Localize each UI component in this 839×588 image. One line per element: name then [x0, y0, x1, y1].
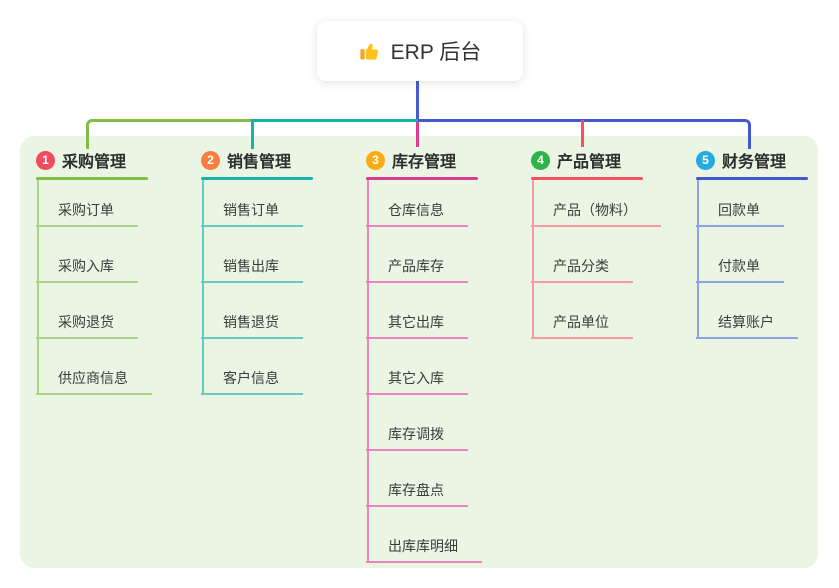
branch-title: 财务管理: [722, 154, 787, 171]
branch-trunk-line: [697, 180, 699, 339]
child-node-label: 销售订单: [223, 201, 279, 218]
branch-children: 销售订单 销售出库 销售退货 客户信息: [201, 180, 371, 395]
branch-node[interactable]: 2 销售管理: [201, 146, 371, 174]
child-node-label: 库存调拨: [388, 425, 444, 442]
child-node[interactable]: 出库库明细: [366, 507, 482, 563]
root-connector-line: [416, 81, 419, 122]
branch-node[interactable]: 3 库存管理: [366, 146, 536, 174]
branch-node[interactable]: 4 产品管理: [531, 146, 701, 174]
child-node[interactable]: 其它出库: [366, 283, 468, 339]
branch-title: 销售管理: [227, 154, 292, 171]
branch-title: 采购管理: [62, 154, 127, 171]
child-node-label: 库存盘点: [388, 481, 444, 498]
branch-children: 采购订单 采购入库 采购退货 供应商信息: [36, 180, 206, 395]
child-node-label: 产品（物料）: [553, 201, 637, 218]
child-node-label: 采购订单: [58, 201, 114, 218]
child-node-label: 产品单位: [553, 313, 609, 330]
thumbs-up-icon: [359, 40, 381, 62]
child-node[interactable]: 采购入库: [36, 227, 138, 283]
branch-node[interactable]: 5 财务管理: [696, 146, 839, 174]
mindmap-panel: [20, 136, 818, 568]
branch-number-badge: 5: [696, 150, 715, 170]
child-node-label: 其它入库: [388, 369, 444, 386]
branch: 2 销售管理 销售订单 销售出库 销售退货 客户信息: [201, 146, 371, 395]
child-node[interactable]: 销售订单: [201, 180, 303, 227]
branch-number-badge: 4: [531, 150, 550, 170]
child-node-label: 客户信息: [223, 369, 279, 386]
child-node-label: 出库库明细: [388, 537, 458, 554]
child-node-label: 销售出库: [223, 257, 279, 274]
branch-trunk-line: [37, 180, 39, 395]
branch-underline: [531, 177, 643, 180]
child-node-label: 其它出库: [388, 313, 444, 330]
branch-number-badge: 2: [201, 150, 220, 170]
child-node-label: 产品分类: [553, 257, 609, 274]
child-node-label: 销售退货: [223, 313, 279, 330]
child-node[interactable]: 回款单: [696, 180, 784, 227]
branch: 4 产品管理 产品（物料） 产品分类 产品单位: [531, 146, 701, 339]
branch-underline: [366, 177, 478, 180]
branch: 5 财务管理 回款单 付款单 结算账户: [696, 146, 839, 339]
child-node[interactable]: 销售出库: [201, 227, 303, 283]
child-node[interactable]: 客户信息: [201, 339, 303, 395]
child-node-label: 采购退货: [58, 313, 114, 330]
child-node[interactable]: 产品分类: [531, 227, 633, 283]
child-node[interactable]: 产品（物料）: [531, 180, 661, 227]
branch-trunk-line: [532, 180, 534, 339]
branch-children: 回款单 付款单 结算账户: [696, 180, 839, 339]
child-node[interactable]: 付款单: [696, 227, 784, 283]
child-node[interactable]: 库存盘点: [366, 451, 468, 507]
branch-underline: [696, 177, 808, 180]
child-node[interactable]: 结算账户: [696, 283, 798, 339]
child-node[interactable]: 供应商信息: [36, 339, 152, 395]
branch: 3 库存管理 仓库信息 产品库存 其它出库 其它入库 库存调拨 库存盘点 出库库…: [366, 146, 536, 563]
branch-underline: [201, 177, 313, 180]
child-node[interactable]: 采购退货: [36, 283, 138, 339]
child-node-label: 供应商信息: [58, 369, 128, 386]
child-node[interactable]: 产品库存: [366, 227, 468, 283]
child-node[interactable]: 采购订单: [36, 180, 138, 227]
child-node-label: 采购入库: [58, 257, 114, 274]
branch-trunk-line: [202, 180, 204, 395]
root-title: ERP 后台: [390, 41, 482, 64]
branch-node[interactable]: 1 采购管理: [36, 146, 206, 174]
branch-title: 库存管理: [392, 154, 457, 171]
child-node-label: 仓库信息: [388, 201, 444, 218]
child-node[interactable]: 其它入库: [366, 339, 468, 395]
child-node[interactable]: 库存调拨: [366, 395, 468, 451]
child-node-label: 产品库存: [388, 257, 444, 274]
branch-number-badge: 3: [366, 150, 385, 170]
branch-number-badge: 1: [36, 150, 55, 170]
branch-trunk-line: [367, 180, 369, 563]
child-node[interactable]: 仓库信息: [366, 180, 468, 227]
branch-title: 产品管理: [557, 154, 622, 171]
branch-underline: [36, 177, 148, 180]
child-node-label: 结算账户: [718, 313, 774, 330]
child-node-label: 付款单: [718, 257, 760, 274]
child-node[interactable]: 产品单位: [531, 283, 633, 339]
root-node[interactable]: ERP 后台: [317, 21, 523, 81]
branch-children: 仓库信息 产品库存 其它出库 其它入库 库存调拨 库存盘点 出库库明细: [366, 180, 536, 563]
child-node[interactable]: 销售退货: [201, 283, 303, 339]
branch: 1 采购管理 采购订单 采购入库 采购退货 供应商信息: [36, 146, 206, 395]
branch-children: 产品（物料） 产品分类 产品单位: [531, 180, 701, 339]
child-node-label: 回款单: [718, 201, 760, 218]
